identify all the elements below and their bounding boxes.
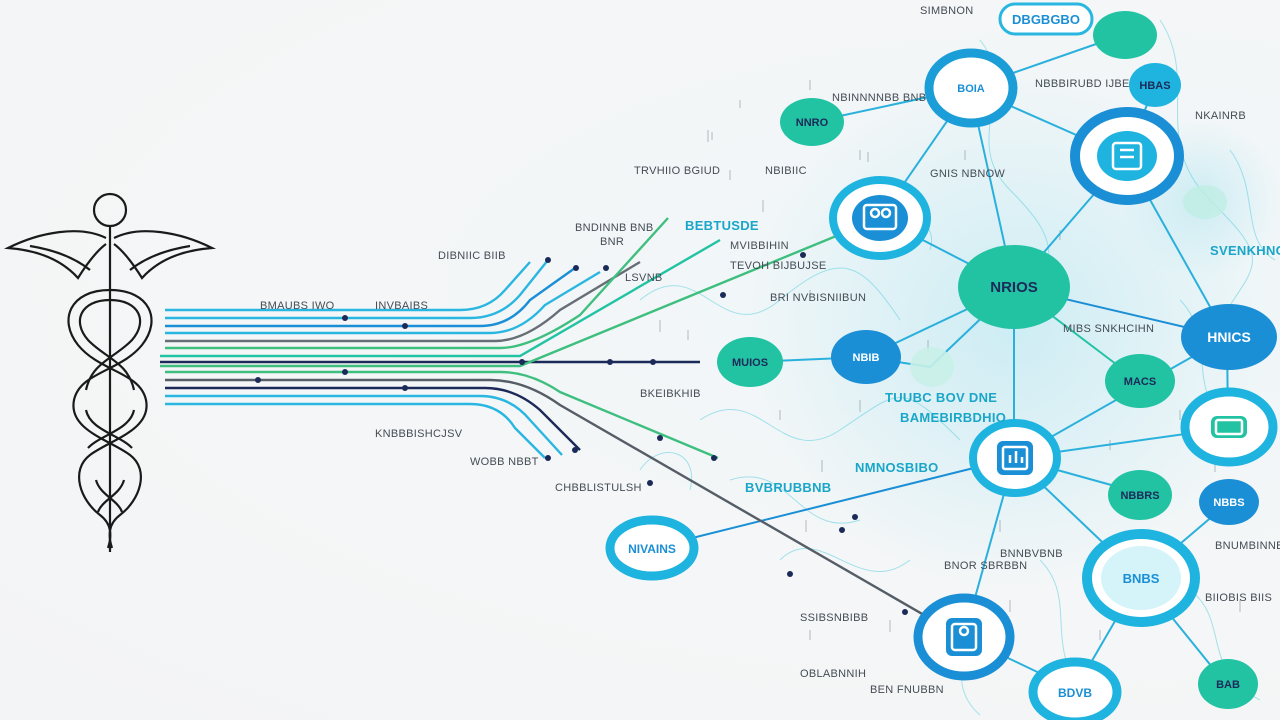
node-macs xyxy=(1105,354,1175,408)
label-4: GNIS NBNOW xyxy=(930,168,1006,180)
node-nrios-label: NRIOS xyxy=(990,279,1038,296)
label-31: BEN FNUBBN xyxy=(870,684,944,696)
clipboard-icon xyxy=(1111,141,1143,171)
node-nbbrs xyxy=(1108,470,1172,520)
node-dbgbgbo xyxy=(998,2,1094,36)
label-top: SIMBNON xyxy=(920,5,974,17)
label-10: TEVOH BIJBUJSE xyxy=(730,260,827,272)
label-9: BNDINNB BNB xyxy=(575,222,654,234)
label-29: SSIBSNBIBB xyxy=(800,612,869,624)
label-26: BNUMBINNB xyxy=(1215,540,1280,552)
caduceus-icon xyxy=(3,192,217,552)
label-13: BRI NVBISNIIBUN xyxy=(770,292,867,304)
label-24: CHBBLISTULSH xyxy=(555,482,642,494)
node-hnics-label: HNICS xyxy=(1207,329,1251,345)
label-25: BVBRUBBNB xyxy=(745,480,832,495)
label-27: BNOR SBRBBN xyxy=(944,560,1028,572)
label-21: KNBBBISHCJSV xyxy=(375,428,463,440)
label-14: BMAUBS IWO xyxy=(260,300,335,312)
node-nbbrs-label: NBBRS xyxy=(1120,490,1159,502)
label-19: TUUBC BOV DNE xyxy=(885,390,998,405)
node-bdvb xyxy=(1028,657,1122,720)
node-nbib xyxy=(831,330,901,384)
label-28: BIIOBIS BIIS xyxy=(1205,592,1273,604)
node-pale xyxy=(910,347,954,387)
label-7: BEBTUSDE xyxy=(685,218,759,233)
label-18: BKEIBKHIB xyxy=(640,388,701,400)
chart-icon xyxy=(1001,445,1029,471)
connector-dots xyxy=(255,252,908,615)
label-3: TRVHIIO BGIUD xyxy=(634,165,721,177)
node-macs-label: MACS xyxy=(1124,376,1156,388)
node-nivains xyxy=(605,515,699,581)
label-22: WOBB NBBT xyxy=(470,456,539,468)
node-nbbs xyxy=(1199,479,1259,525)
background-ticks xyxy=(659,80,1241,640)
label-32: BNNBVBNB xyxy=(1000,548,1063,560)
node-hnics xyxy=(1181,304,1277,370)
label-12: LSVNB xyxy=(625,272,663,284)
node-nbib-label: NBIB xyxy=(853,352,880,364)
label-6: NKAINRB xyxy=(1195,110,1246,122)
node-nivains-label: NIVAINS xyxy=(628,542,676,556)
label-23: NMNOSBIBO xyxy=(855,460,939,475)
label-33: BNR xyxy=(600,236,625,248)
node-muios xyxy=(717,337,783,387)
team-icon xyxy=(862,203,898,231)
node-blue-small xyxy=(1129,63,1181,107)
label-11: DIBNIIC BIIB xyxy=(438,250,506,262)
doctor-icon xyxy=(950,622,978,652)
node-top-teal xyxy=(1093,11,1157,59)
node-bnbs-label: BNBS xyxy=(1123,571,1160,586)
label-2: NBBBIRUBD IJBE xyxy=(1035,78,1130,90)
node-bab xyxy=(1198,659,1258,709)
node-bab-label: BAB xyxy=(1216,679,1240,691)
node-pictograms xyxy=(862,141,1244,652)
node-dbgbgbo-label: DBGBGBO xyxy=(1012,12,1080,27)
node-hbas-label: HBAS xyxy=(1139,80,1170,92)
node-muios-label: MUIOS xyxy=(732,357,768,369)
label-8: MVIBBIHIN xyxy=(730,240,789,252)
label-30: OBLABNNIH xyxy=(800,668,867,680)
label-20: BAMEBIRBDHIO xyxy=(900,410,1007,425)
label-5: NBIBIIC xyxy=(765,165,807,177)
node-nnro xyxy=(780,98,844,146)
node-labels: DBGBGBO BOIA NNRO HBAS NRIOS MUIOS NBIB … xyxy=(628,12,1251,700)
node-boia xyxy=(924,48,1018,128)
label-17: MIBS SNKHCIHN xyxy=(1063,323,1155,335)
node-boia-label: BOIA xyxy=(957,83,985,95)
network-nodes xyxy=(605,2,1278,720)
label-1: NBINNNNBB BNB xyxy=(832,92,927,104)
fan-lines xyxy=(160,216,951,632)
node-nrios xyxy=(958,245,1070,329)
monitor-icon xyxy=(1214,418,1244,436)
label-15: INVBAIBS xyxy=(375,300,429,312)
node-nbbs-label: NBBS xyxy=(1213,497,1244,509)
node-nnro-label: NNRO xyxy=(796,117,829,129)
node-bdvb-label: BDVB xyxy=(1058,686,1092,700)
label-16: SVENKHNOB xyxy=(1210,243,1280,258)
